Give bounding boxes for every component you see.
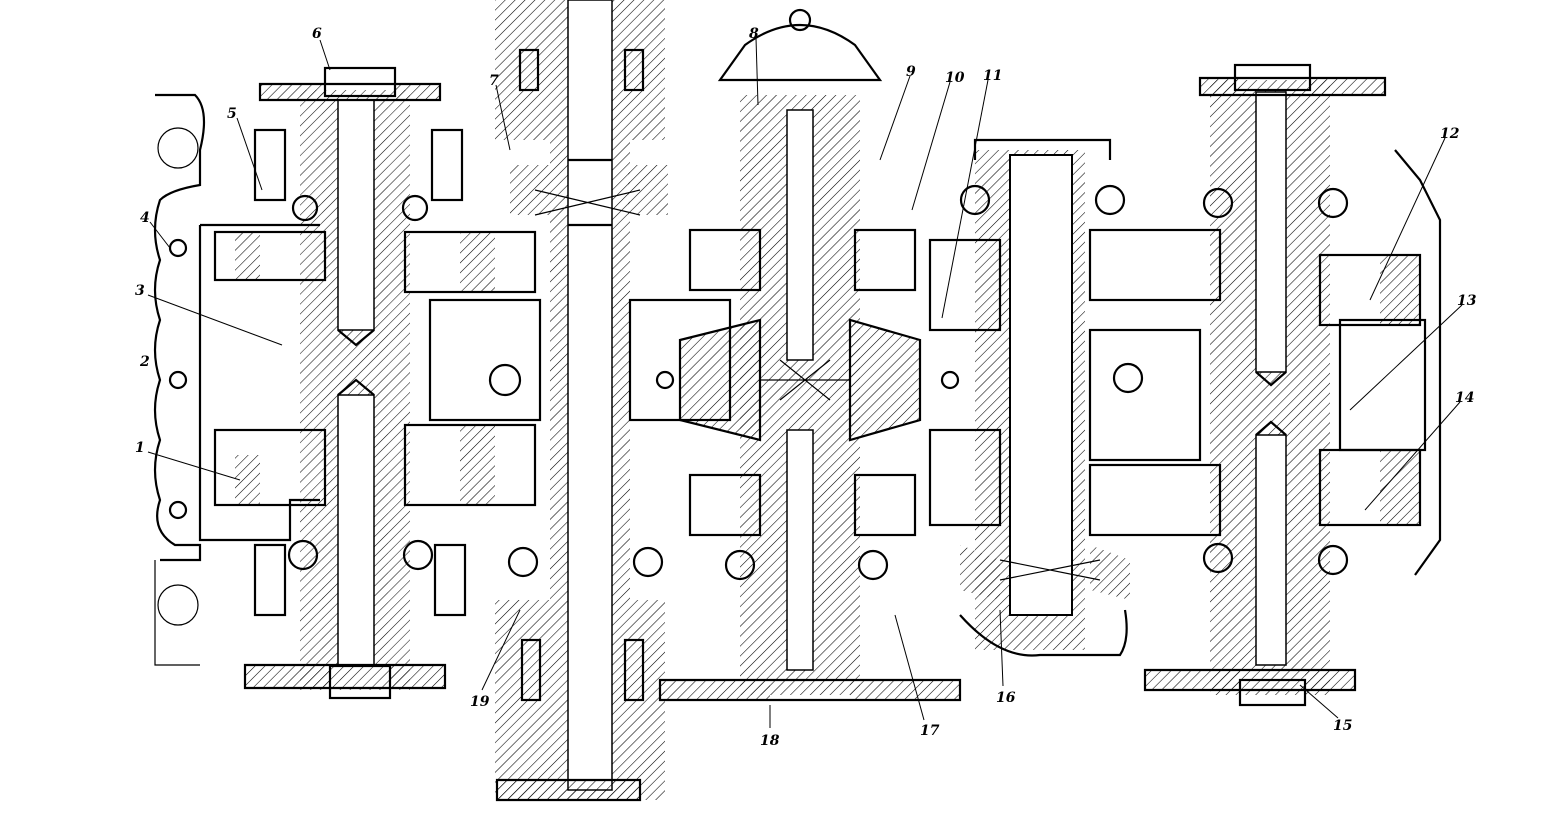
callout-13: 13 [1457,293,1477,309]
callout-3: 3 [135,283,145,299]
callout-2: 2 [139,354,150,370]
right-center-shaft [928,138,1234,657]
callout-8: 8 [749,26,759,42]
callout-11: 11 [983,68,1002,84]
bevel-differential [655,8,962,702]
left-housing [153,93,320,666]
callout-12: 12 [1440,126,1460,142]
callout-6: 6 [312,26,322,42]
callout-16: 16 [996,690,1016,706]
callout-7: 7 [489,73,499,89]
callout-19: 19 [470,694,490,710]
right-gear-shaft [1143,63,1442,707]
center-vertical-shaft [495,0,732,802]
callout-14: 14 [1455,390,1474,406]
callouts: 1 2 3 4 5 6 7 8 9 10 11 12 13 14 15 16 1… [135,26,1477,749]
callout-5: 5 [227,106,237,122]
callout-1: 1 [135,440,145,456]
callout-4: 4 [140,210,150,226]
callout-10: 10 [945,70,965,86]
callout-15: 15 [1333,718,1352,734]
callout-18: 18 [760,733,780,749]
callout-9: 9 [906,64,916,80]
left-gear-shaft [213,66,542,700]
callout-17: 17 [920,723,940,739]
